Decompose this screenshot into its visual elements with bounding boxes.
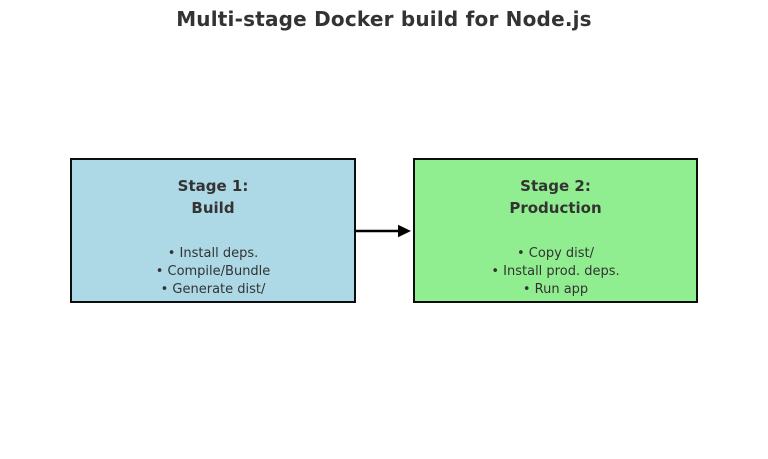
bullet-item: • Copy dist/ <box>516 246 595 261</box>
diagram-title: Multi-stage Docker build for Node.js <box>176 7 592 31</box>
arrow-right-icon <box>356 224 411 238</box>
stage-box-production: Stage 2: Production • Copy dist/ • Insta… <box>413 158 698 303</box>
bullet-item: • Install deps. <box>167 246 259 261</box>
stage-production-heading-line1: Stage 2: <box>520 177 591 195</box>
stage-build-heading: Stage 1: Build <box>72 175 354 219</box>
stage-build-heading-line2: Build <box>191 199 235 217</box>
bullet-item: • Run app <box>522 282 589 297</box>
bullet-item: • Install prod. deps. <box>491 264 620 279</box>
stage-build-bullets: • Install deps. • Compile/Bundle • Gener… <box>72 245 354 299</box>
stage-production-heading: Stage 2: Production <box>415 175 696 219</box>
bullet-item: • Generate dist/ <box>160 282 266 297</box>
bullet-item: • Compile/Bundle <box>155 264 271 279</box>
stage-production-bullets: • Copy dist/ • Install prod. deps. • Run… <box>415 245 696 299</box>
stage-build-heading-line1: Stage 1: <box>177 177 249 195</box>
stage-production-heading-line2: Production <box>509 199 602 217</box>
stage-box-build: Stage 1: Build • Install deps. • Compile… <box>70 158 356 303</box>
